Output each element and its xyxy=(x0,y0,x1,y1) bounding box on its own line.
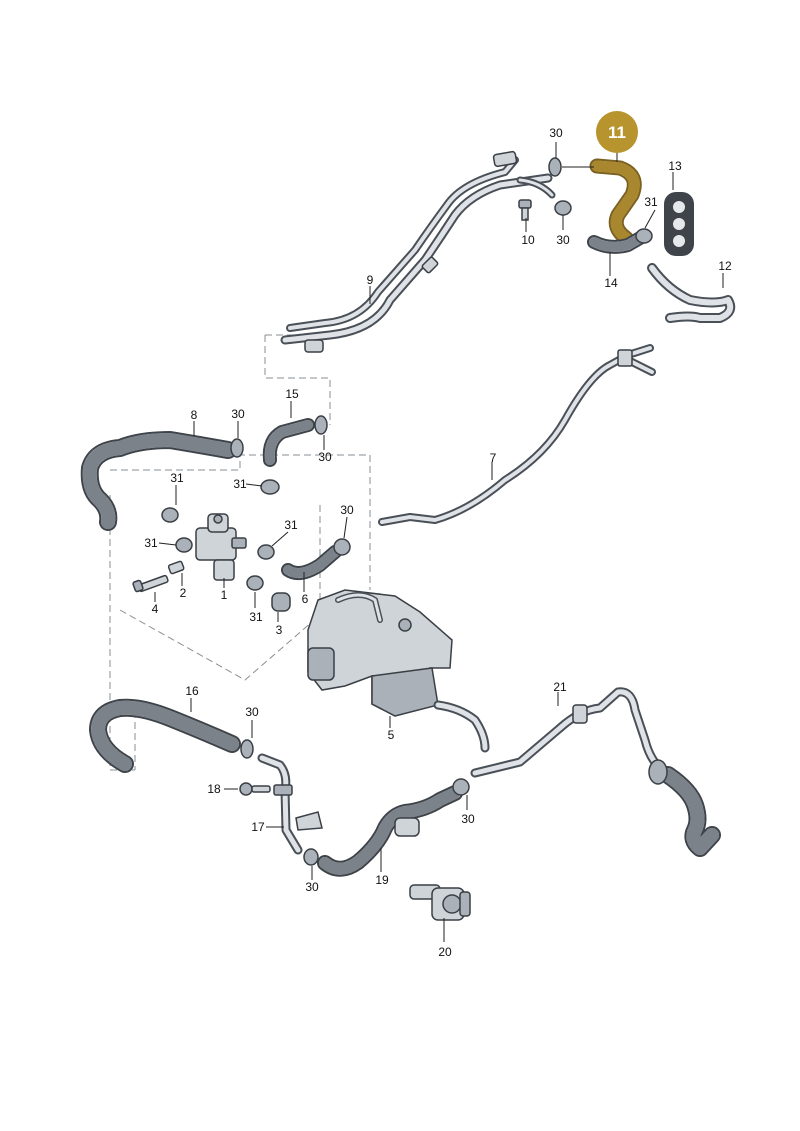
label-31-valve-d: 31 xyxy=(249,610,263,624)
label-31-right: 31 xyxy=(644,195,658,209)
pipe-17[interactable] xyxy=(257,753,323,855)
hose-11-highlighted[interactable] xyxy=(589,158,642,246)
label-1: 1 xyxy=(221,588,228,602)
label-31-valve-a: 31 xyxy=(170,471,184,485)
bolt-10[interactable] xyxy=(518,199,532,221)
clip-30-hose-19[interactable] xyxy=(452,778,470,796)
clip-31-hose-15[interactable] xyxy=(260,479,280,495)
hose-19[interactable] xyxy=(317,785,463,877)
label-16: 16 xyxy=(185,684,199,698)
pipe-7[interactable] xyxy=(378,344,656,526)
label-30-hose-15: 30 xyxy=(318,450,332,464)
label-9: 9 xyxy=(367,273,374,287)
clip-30-hose-6[interactable] xyxy=(333,538,351,556)
label-10: 10 xyxy=(521,233,535,247)
label-20: 20 xyxy=(438,945,452,959)
clip-30-pipe-17[interactable] xyxy=(303,848,319,866)
label-30-hose-19: 30 xyxy=(461,812,475,826)
label-17: 17 xyxy=(251,820,265,834)
housing-20[interactable] xyxy=(409,884,471,921)
hose-15[interactable] xyxy=(262,418,315,467)
label-3: 3 xyxy=(276,623,283,637)
clip-30-hose-15[interactable] xyxy=(314,415,328,435)
clip-30-left-upper[interactable] xyxy=(230,438,244,458)
label-30-mid: 30 xyxy=(556,233,570,247)
label-18: 18 xyxy=(207,782,221,796)
label-30-left-upper: 30 xyxy=(231,407,245,421)
label-15: 15 xyxy=(285,387,299,401)
hose-16[interactable] xyxy=(89,698,241,773)
valve-1[interactable] xyxy=(195,513,247,581)
clip-31-valve-b[interactable] xyxy=(175,537,193,553)
label-13: 13 xyxy=(668,159,682,173)
highlight-badge-11[interactable]: 11 xyxy=(596,111,638,153)
pipe-12[interactable] xyxy=(647,263,736,323)
bolt-2[interactable] xyxy=(167,560,185,575)
leader-lines xyxy=(154,142,724,942)
label-30-pipe-17: 30 xyxy=(305,880,319,894)
hose-6[interactable] xyxy=(281,545,342,581)
label-30-top: 30 xyxy=(549,126,563,140)
label-31-hose-15: 31 xyxy=(233,477,247,491)
clip-31-valve-c[interactable] xyxy=(257,544,275,560)
hose-8[interactable] xyxy=(80,431,237,531)
badge-label-11: 11 xyxy=(608,123,626,142)
label-31-valve-c: 31 xyxy=(284,518,298,532)
clip-30-hose-16[interactable] xyxy=(240,739,254,759)
label-19: 19 xyxy=(375,873,389,887)
label-8: 8 xyxy=(191,408,198,422)
hose-14[interactable] xyxy=(587,231,647,254)
bracket-13[interactable] xyxy=(664,192,694,256)
part-labels: 30 13 31 10 30 12 14 9 15 8 30 30 7 31 3… xyxy=(144,126,732,959)
clip-31-right[interactable] xyxy=(635,228,653,244)
label-5: 5 xyxy=(388,728,395,742)
label-31-valve-b: 31 xyxy=(144,536,158,550)
pipe-21[interactable] xyxy=(470,687,721,858)
label-21: 21 xyxy=(553,680,567,694)
label-4: 4 xyxy=(152,602,159,616)
label-2: 2 xyxy=(180,586,187,600)
pipe-9[interactable] xyxy=(280,150,556,353)
label-12: 12 xyxy=(718,259,732,273)
label-7: 7 xyxy=(490,451,497,465)
sleeve-3[interactable] xyxy=(271,592,291,612)
label-30-hose-6: 30 xyxy=(340,503,354,517)
label-6: 6 xyxy=(302,592,309,606)
clip-30-mid[interactable] xyxy=(554,200,572,216)
label-14: 14 xyxy=(604,276,618,290)
bolt-4[interactable] xyxy=(132,574,169,593)
clip-31-valve-a[interactable] xyxy=(161,507,179,523)
heater-unit-5[interactable] xyxy=(307,589,490,753)
clip-31-valve-d[interactable] xyxy=(246,575,264,591)
bolt-18[interactable] xyxy=(239,782,271,796)
label-30-hose-16: 30 xyxy=(245,705,259,719)
clip-30-top[interactable] xyxy=(548,157,562,177)
